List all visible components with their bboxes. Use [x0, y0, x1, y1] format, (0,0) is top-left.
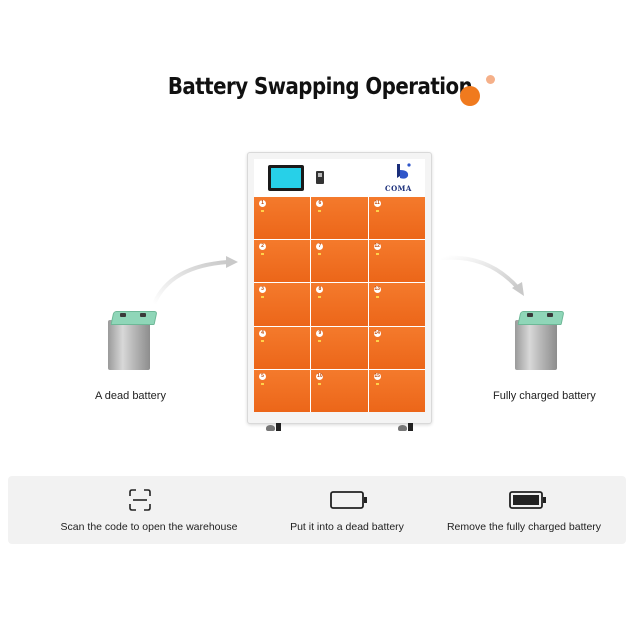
compartment-door[interactable]: 1 — [254, 197, 311, 240]
caster-wheel — [398, 422, 413, 431]
compartment-door[interactable]: 2 — [254, 240, 311, 283]
compartment-door[interactable]: 11 — [368, 197, 425, 240]
battery-swap-cabinet: COMA 1 6 11 2 7 12 3 8 13 4 9 14 5 10 15 — [247, 152, 432, 431]
full-battery-icon — [509, 491, 546, 509]
charged-battery-image — [515, 308, 565, 370]
status-led-icon — [261, 253, 264, 256]
compartment-number: 14 — [373, 329, 381, 337]
compartment-door[interactable]: 8 — [311, 283, 368, 326]
compartment-number: 13 — [373, 286, 381, 294]
status-led-icon — [318, 253, 322, 256]
compartment-number: 15 — [373, 372, 381, 380]
compartment-door[interactable]: 3 — [254, 283, 311, 326]
compartment-door[interactable]: 15 — [368, 369, 425, 412]
status-led-icon — [318, 382, 322, 385]
status-led-icon — [318, 296, 322, 299]
status-led-icon — [375, 210, 379, 212]
decorative-dot — [460, 86, 480, 106]
page-title: Battery Swapping Operation — [167, 74, 473, 100]
compartment-door[interactable]: 12 — [368, 240, 425, 283]
status-led-icon — [375, 339, 379, 342]
compartment-number: 1 — [259, 200, 266, 207]
compartment-number: 3 — [259, 286, 266, 294]
compartment-number: 7 — [316, 243, 324, 251]
status-led-icon — [261, 296, 264, 299]
compartment-door[interactable]: 7 — [311, 240, 368, 283]
dead-battery-image — [108, 308, 158, 370]
compartment-number: 10 — [316, 372, 324, 380]
compartment-number: 6 — [316, 200, 324, 207]
compartment-number: 11 — [373, 200, 381, 207]
status-led-icon — [261, 382, 264, 385]
status-led-icon — [261, 210, 264, 212]
arrow-into-cabinet-icon — [152, 256, 238, 306]
compartment-door[interactable]: 13 — [368, 283, 425, 326]
compartment-number: 5 — [259, 372, 266, 380]
compartment-number: 8 — [316, 286, 324, 294]
cabinet-header: COMA — [254, 159, 425, 197]
coma-logo-icon — [397, 163, 411, 179]
compartment-grid: 1 6 11 2 7 12 3 8 13 4 9 14 5 10 15 — [254, 197, 425, 412]
touch-screen[interactable] — [268, 165, 304, 191]
empty-battery-icon — [330, 491, 367, 509]
caster-wheel — [266, 422, 281, 431]
charged-battery-label: Fully charged battery — [493, 390, 596, 402]
step-label-scan: Scan the code to open the warehouse — [60, 521, 238, 533]
status-led-icon — [375, 253, 379, 256]
compartment-number: 4 — [259, 329, 266, 337]
status-led-icon — [318, 210, 322, 212]
compartment-door[interactable]: 14 — [368, 326, 425, 369]
power-switch-icon — [316, 171, 324, 184]
compartment-door[interactable]: 5 — [254, 369, 311, 412]
compartment-number: 12 — [373, 243, 381, 251]
scan-icon — [129, 489, 151, 511]
compartment-door[interactable]: 6 — [311, 197, 368, 240]
logo-text: COMA — [385, 184, 412, 193]
status-led-icon — [261, 339, 264, 342]
dead-battery-label: A dead battery — [95, 390, 166, 402]
step-label-remove-charged-battery: Remove the fully charged battery — [446, 521, 602, 533]
compartment-door[interactable]: 4 — [254, 326, 311, 369]
arrow-out-of-cabinet-icon — [440, 255, 524, 296]
decorative-dot-small — [486, 75, 495, 84]
compartment-door[interactable]: 10 — [311, 369, 368, 412]
compartment-number: 2 — [259, 243, 266, 251]
compartment-door[interactable]: 9 — [311, 326, 368, 369]
step-label-put-dead-battery: Put it into a dead battery — [290, 521, 404, 533]
status-led-icon — [375, 382, 379, 385]
status-led-icon — [318, 339, 322, 342]
compartment-number: 9 — [316, 329, 324, 337]
status-led-icon — [375, 296, 379, 299]
steps-panel: Scan the code to open the warehouse Put … — [8, 476, 626, 544]
